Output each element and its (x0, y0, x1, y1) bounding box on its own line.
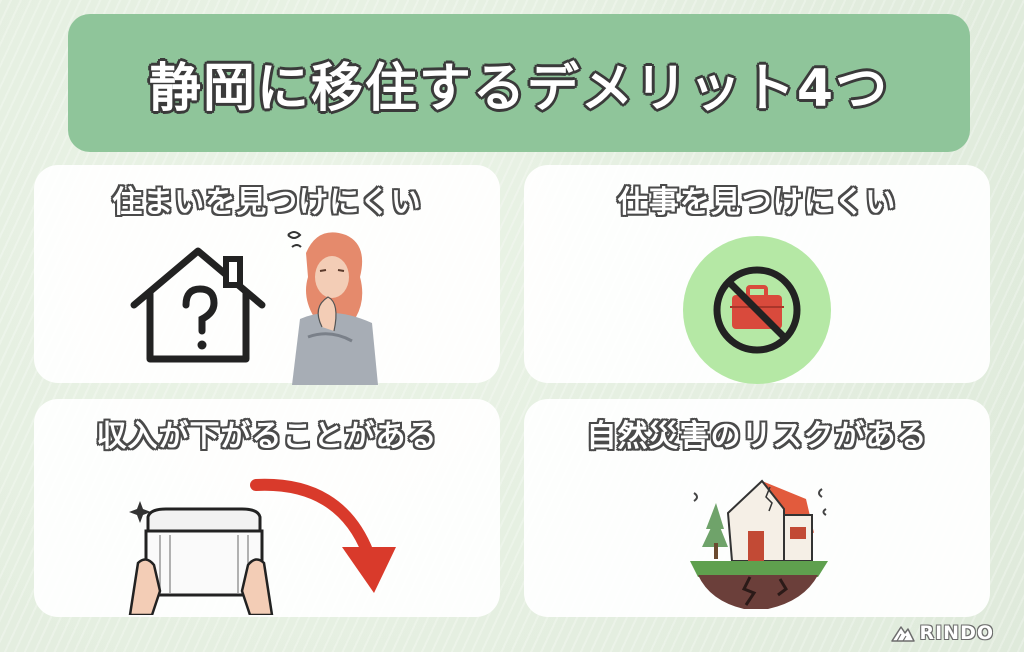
house-question-icon (130, 247, 266, 363)
logo-text: RINDO (919, 622, 994, 644)
worried-woman-illustration (287, 231, 378, 385)
wallet-hands-illustration (128, 501, 274, 615)
card-income: 収入が下がることがある (34, 399, 500, 617)
page-title: 静岡に移住するデメリット4つ (148, 58, 890, 119)
card-heading: 住まいを見つけにくい (112, 185, 422, 220)
brand-logo: RINDO (891, 622, 994, 644)
earthquake-house-illustration (690, 479, 828, 609)
card-job: 仕事を見つけにくい (524, 165, 990, 384)
card-heading: 仕事を見つけにくい (617, 185, 897, 220)
card-disaster: 自然災害のリスクがある (524, 399, 990, 617)
mountain-logo-icon (891, 626, 916, 642)
title-banner: 静岡に移住するデメリット4つ (68, 14, 970, 152)
card-housing: 住まいを見つけにくい (34, 165, 500, 385)
card-heading: 自然災害のリスクがある (586, 419, 928, 454)
no-briefcase-icon (683, 236, 831, 384)
down-arrow-icon (250, 478, 396, 593)
card-heading: 収入が下がることがある (96, 419, 438, 454)
